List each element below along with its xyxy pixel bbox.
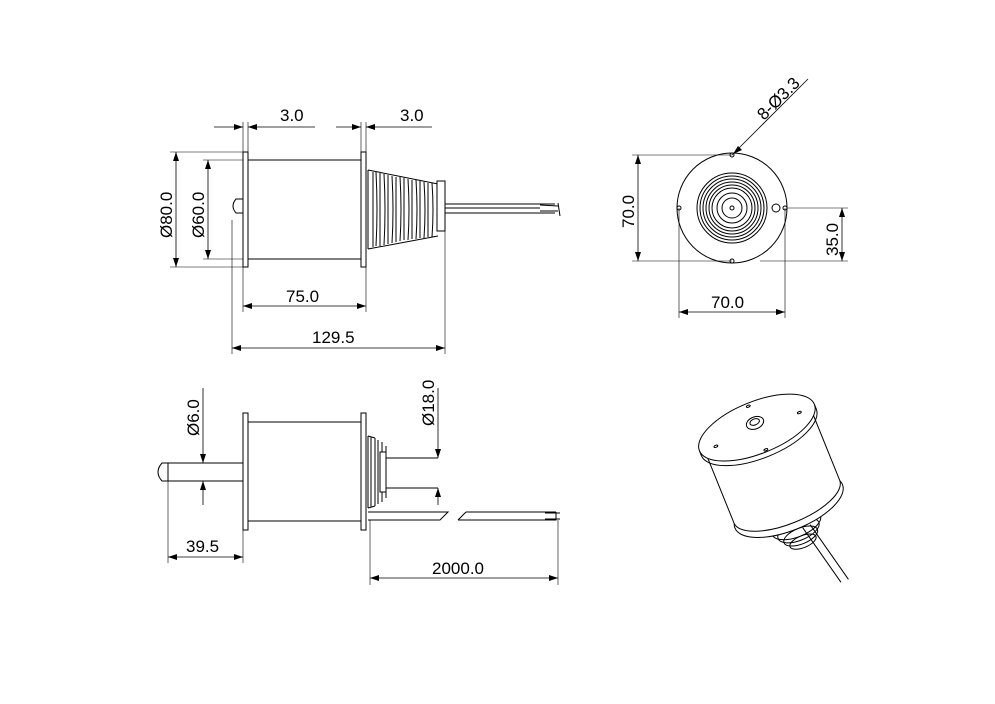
dim-plunger-extension: 39.5 <box>186 537 219 556</box>
side-view: 3.0 3.0 Ø80.0 Ø60.0 75.0 129.5 <box>157 106 561 354</box>
top-view: Ø6.0 Ø18.0 39.5 2000.0 <box>157 380 560 585</box>
dim-flange-right-thickness: 3.0 <box>400 106 424 125</box>
dim-boss-diameter: Ø18.0 <box>419 380 438 426</box>
dim-body-length: 75.0 <box>286 287 319 306</box>
spring-stub <box>367 435 387 509</box>
front-view: 70.0 35.0 70.0 8-Ø3.3 <box>619 74 848 318</box>
dim-mounting-holes: 8-Ø3.3 <box>753 74 803 124</box>
isometric-view <box>698 393 849 583</box>
dim-flange-diameter: Ø80.0 <box>157 192 176 238</box>
dim-flange-left-thickness: 3.0 <box>280 106 304 125</box>
dim-plunger-diameter: Ø6.0 <box>184 399 203 436</box>
dim-body-diameter: Ø60.0 <box>189 192 208 238</box>
spring <box>367 169 446 250</box>
dim-front-height: 70.0 <box>619 195 638 228</box>
dim-front-half-height: 35.0 <box>823 223 842 256</box>
dim-overall-length: 129.5 <box>312 328 355 347</box>
mounting-holes <box>676 152 788 264</box>
dim-cable-length: 2000.0 <box>432 559 484 578</box>
dim-front-width: 70.0 <box>711 293 744 312</box>
